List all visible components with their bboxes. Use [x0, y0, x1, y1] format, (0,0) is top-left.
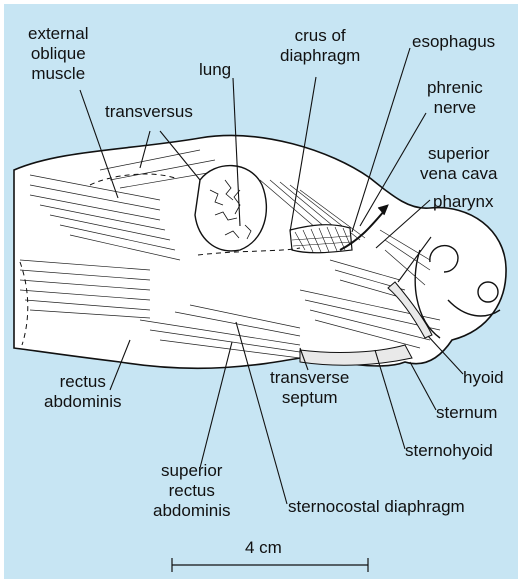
- label-pharynx: pharynx: [433, 192, 493, 212]
- scale-bar-label: 4 cm: [245, 538, 282, 558]
- label-crus-of-diaphragm: crus of diaphragm: [280, 26, 360, 66]
- label-sternocostal-diaphragm: sternocostal diaphragm: [288, 497, 465, 517]
- label-transverse-septum: transverse septum: [270, 368, 349, 408]
- label-esophagus: esophagus: [412, 32, 495, 52]
- label-hyoid: hyoid: [463, 368, 504, 388]
- lung-shape: [195, 166, 266, 251]
- label-sternum: sternum: [436, 403, 497, 423]
- label-transversus: transversus: [105, 102, 193, 122]
- label-superior-vena-cava: superior vena cava: [420, 144, 498, 184]
- label-rectus-abdominis: rectus abdominis: [44, 372, 122, 412]
- label-phrenic-nerve: phrenic nerve: [427, 78, 483, 118]
- label-lung: lung: [199, 60, 231, 80]
- scale-bar: [172, 558, 368, 572]
- label-sternohyoid: sternohyoid: [405, 441, 493, 461]
- label-superior-rectus-abdominis: superior rectus abdominis: [153, 461, 231, 521]
- label-external-oblique: external oblique muscle: [28, 24, 88, 84]
